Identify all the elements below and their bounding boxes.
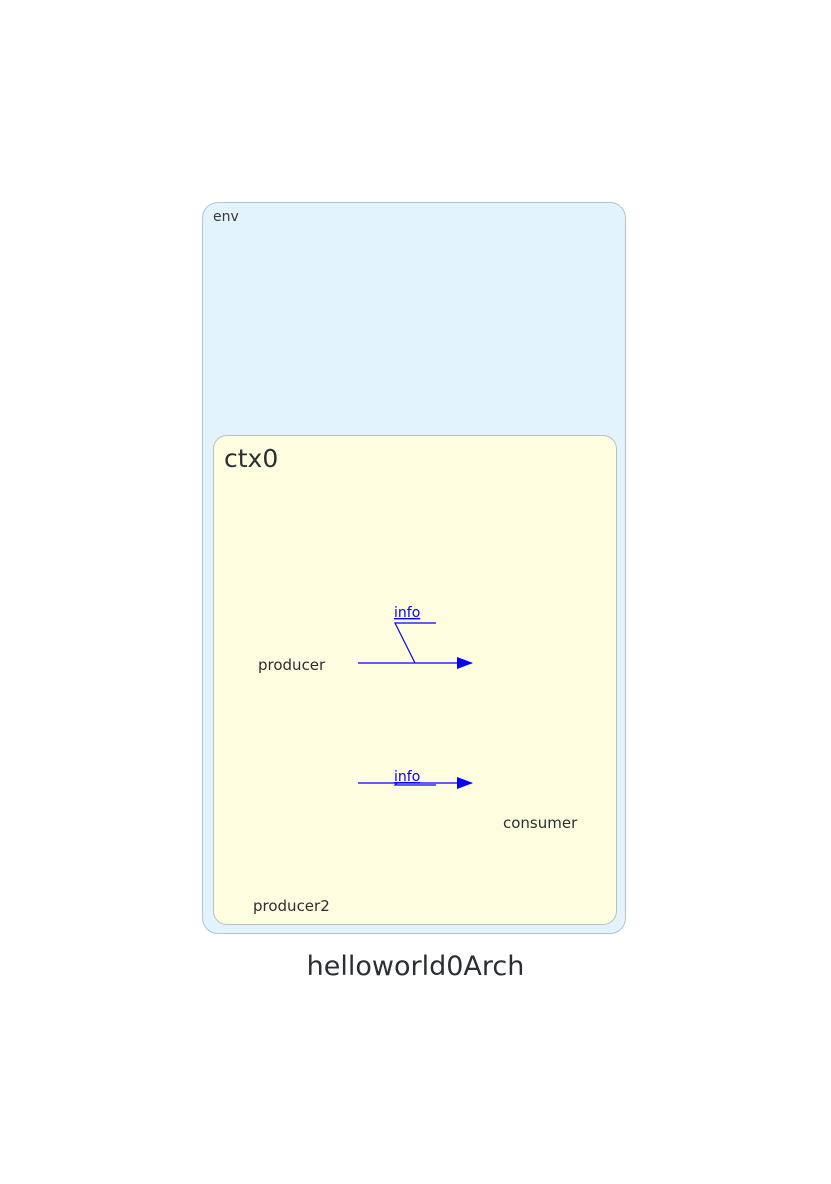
cluster-ctx0: ctx0 [213, 435, 617, 925]
diagram-title: helloworld0Arch [306, 951, 525, 982]
node-producer[interactable]: producer [258, 656, 326, 674]
node-producer2[interactable]: producer2 [253, 897, 330, 915]
cluster-ctx0-label: ctx0 [224, 444, 279, 473]
cluster-env-label: env [213, 209, 239, 225]
node-consumer[interactable]: consumer [503, 814, 578, 832]
